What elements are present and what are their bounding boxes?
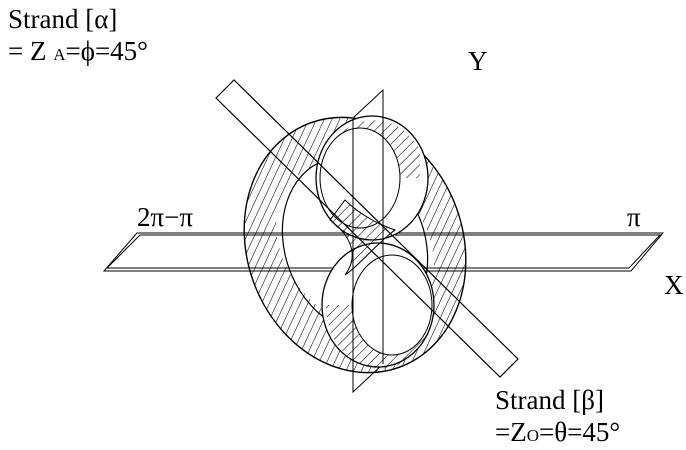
x-axis-label: X: [664, 270, 684, 300]
strand-alpha-equation: = Z A=ϕ=45°: [8, 38, 148, 65]
strand-alpha-title: Strand [α]: [8, 4, 118, 34]
strand-beta-eq-sub: O: [526, 426, 540, 445]
strand-beta-title: Strand [β]: [495, 385, 604, 415]
strand-alpha-eq-suffix: =ϕ=45°: [65, 36, 148, 66]
strand-beta-equation: =ZO=θ=45°: [495, 419, 620, 446]
y-plane-front: [352, 90, 384, 392]
strand-alpha-eq-prefix: = Z: [8, 36, 47, 66]
crossover-hatch: [329, 199, 397, 276]
left-angle-label: 2π−π: [137, 202, 193, 232]
strand-beta-eq-suffix: =θ=45°: [539, 417, 621, 447]
y-axis-label: Y: [468, 46, 488, 76]
strand-beta-eq-prefix: =Z: [495, 417, 527, 447]
right-angle-label: π: [627, 202, 641, 232]
lower-lobe: [321, 242, 435, 369]
x-plane: [102, 232, 665, 272]
diagonal-strand: [215, 79, 519, 378]
strand-alpha-eq-sub: A: [53, 45, 66, 64]
